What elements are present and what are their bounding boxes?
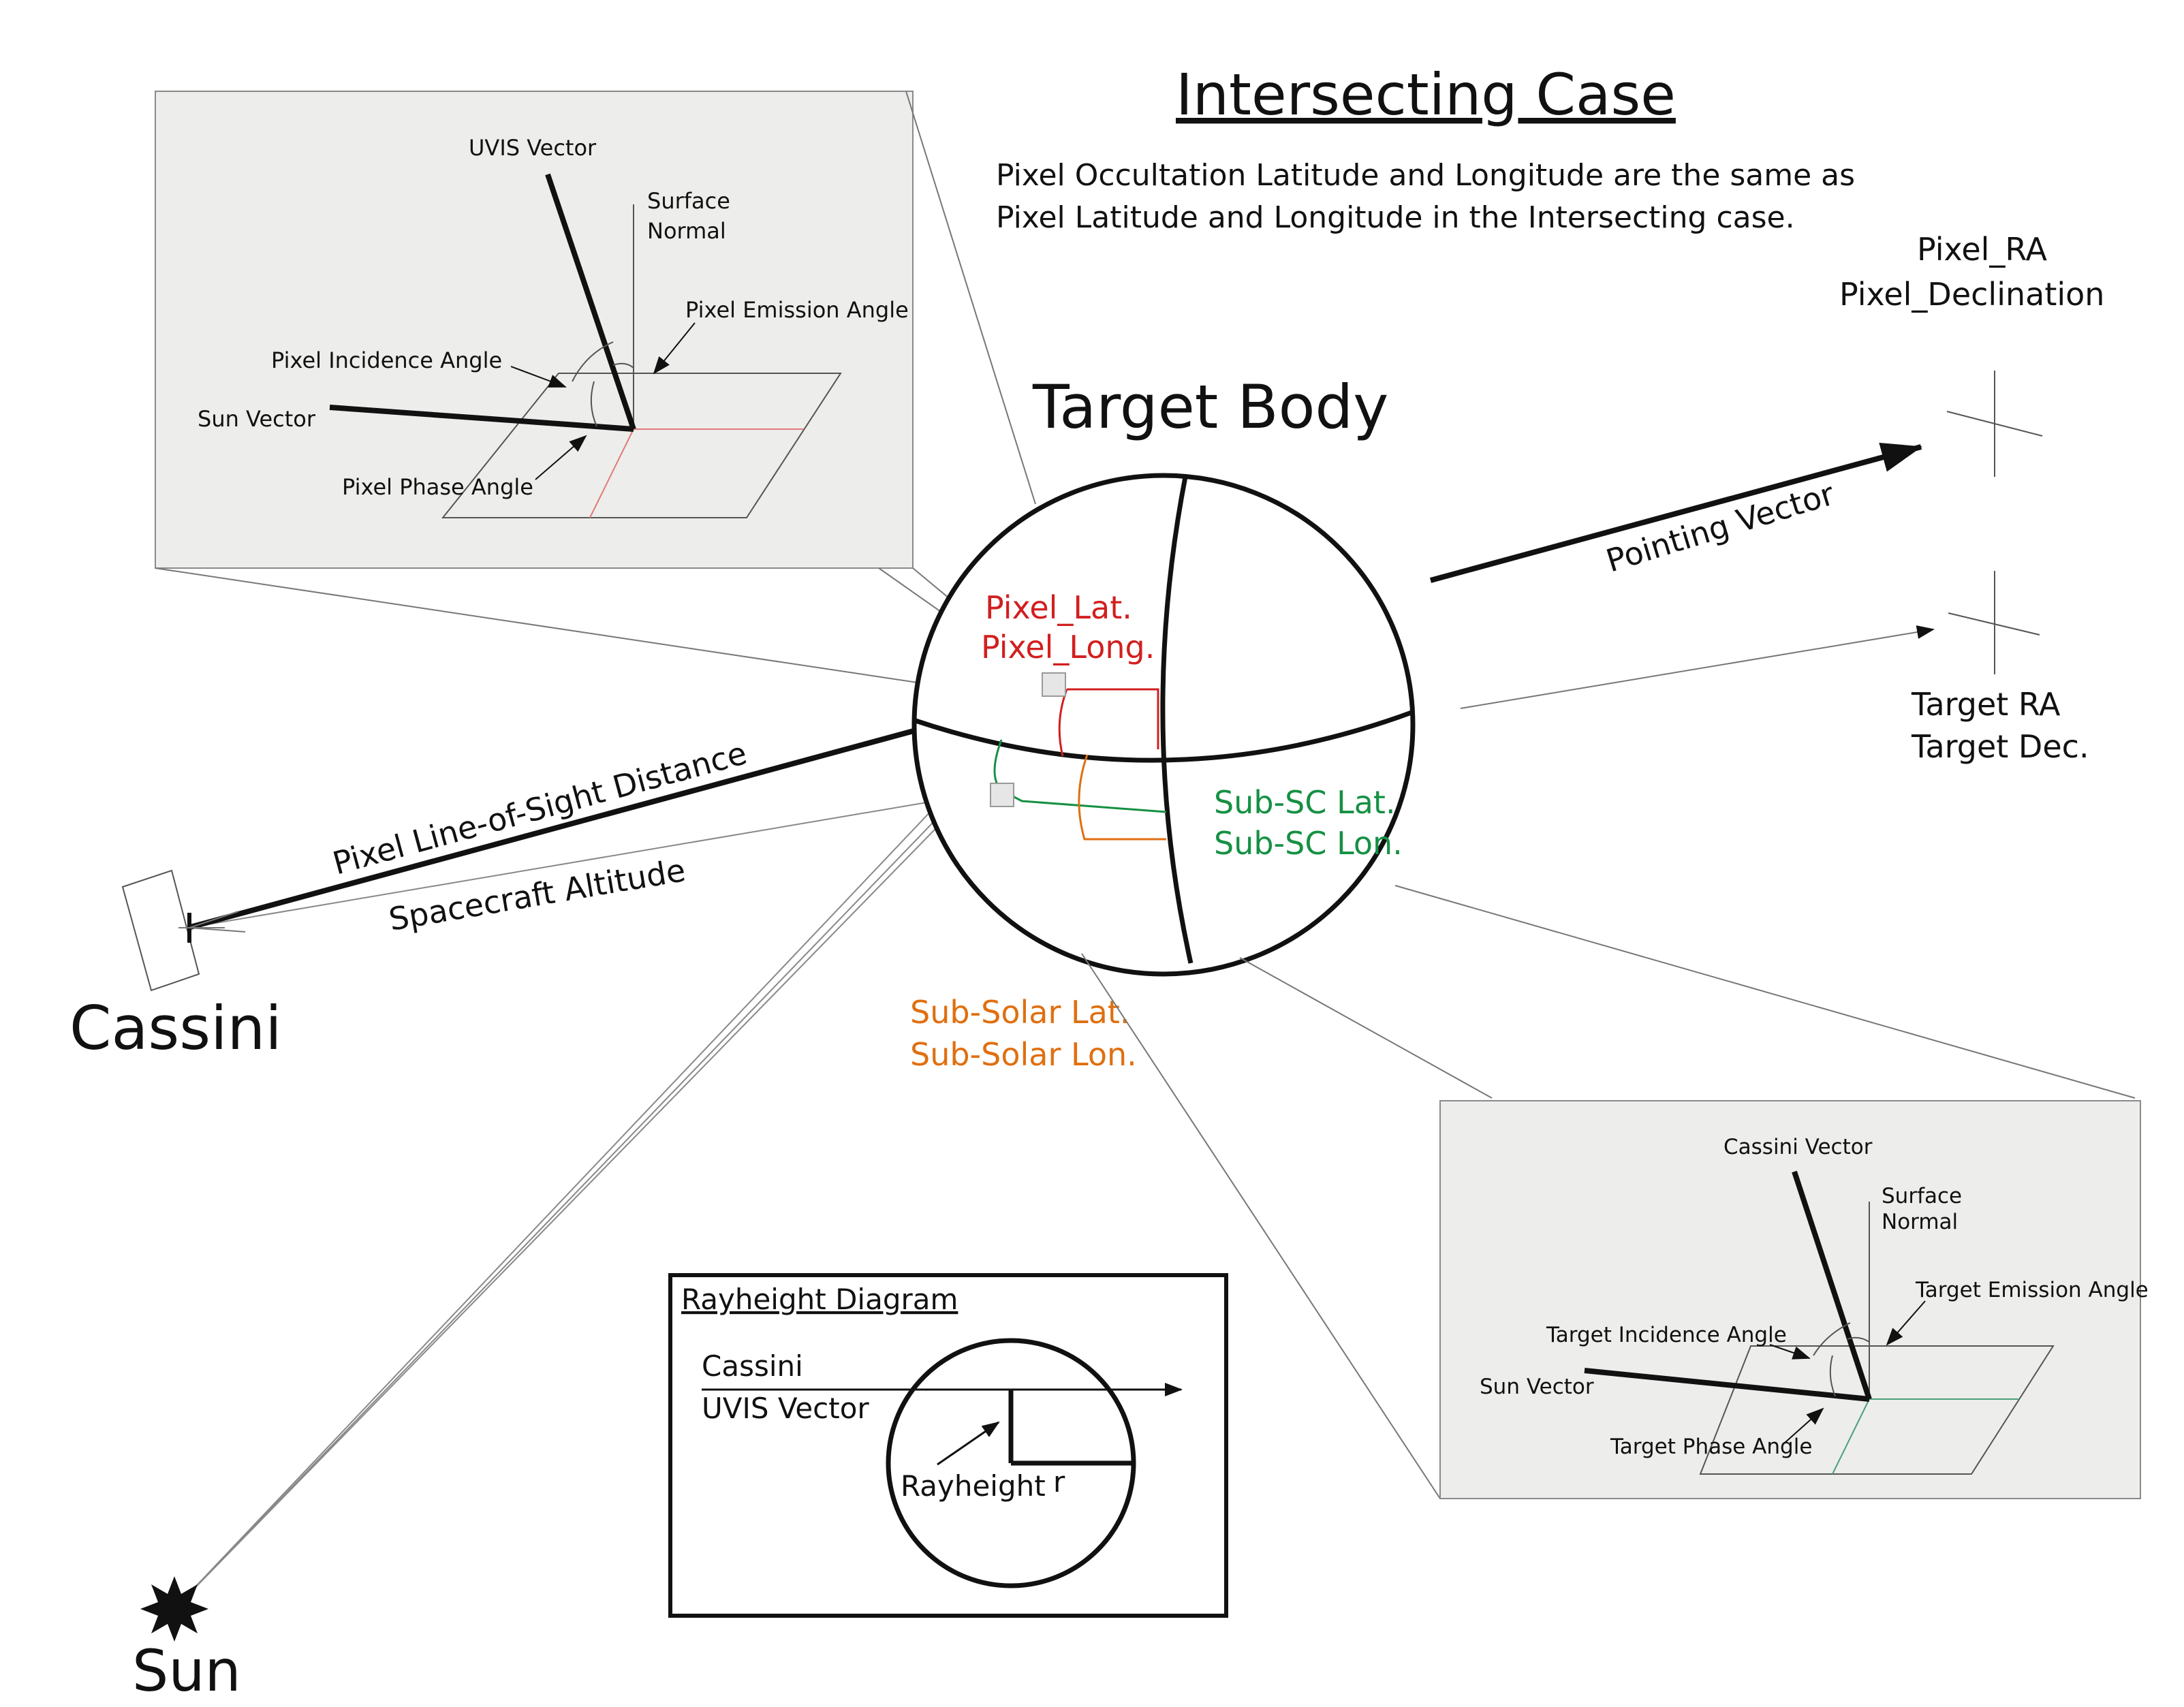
target-body: Target Body Pixel_Lat. Pixel_Long. Sub-S… xyxy=(911,372,1416,977)
target-meridian-line xyxy=(1832,1398,1870,1475)
target-ra-crosshair xyxy=(1948,612,2040,636)
incidence-angle-label: Target Incidence Angle xyxy=(1546,1323,1787,1347)
rayheight-arrow xyxy=(937,1421,1000,1466)
pixel-lat-label: Pixel_Lat. xyxy=(985,589,1132,626)
pixel-ra-group: Pixel_RA Pixel_Declination xyxy=(1839,231,2104,477)
phase-angle-arrow xyxy=(1784,1407,1824,1443)
cassini-antenna xyxy=(189,911,239,928)
sun-label: Sun xyxy=(132,1638,241,1704)
sun-symbol: Sun xyxy=(132,1576,241,1704)
cassini-spacecraft: Cassini xyxy=(69,869,282,1063)
incidence-angle-arrow xyxy=(1769,1344,1811,1360)
incidence-angle-label: Pixel Incidence Angle xyxy=(271,347,502,373)
pointing-vector-label: Pointing Vector xyxy=(1602,475,1838,580)
page-title: Intersecting Case xyxy=(1176,61,1676,128)
sub-sc-lat-label: Sub-SC Lat. xyxy=(1214,784,1396,821)
surface-plane xyxy=(1699,1345,2055,1475)
cassini-vector-label: Cassini Vector xyxy=(1723,1135,1873,1159)
surface-normal-label: Normal xyxy=(1882,1210,1958,1234)
angle-arc xyxy=(1813,1322,1851,1356)
callout-line xyxy=(1239,957,1493,1099)
sun-ray-line xyxy=(174,687,1063,1610)
sun-rays xyxy=(174,687,1063,1610)
rayheight-uvis-label: UVIS Vector xyxy=(702,1392,869,1425)
inset-background xyxy=(155,91,914,569)
sub-solar-marker xyxy=(1078,754,1166,841)
sun-core xyxy=(161,1595,188,1623)
sun-vector-label: Sun Vector xyxy=(1480,1375,1594,1399)
angle-arc xyxy=(612,362,634,369)
los-distance-label: Pixel Line-of-Sight Distance xyxy=(329,734,751,881)
rayheight-label: Rayheight xyxy=(901,1469,1046,1503)
sun-vector-line xyxy=(1584,1368,1870,1402)
angle-arc xyxy=(1829,1355,1836,1397)
surface-normal-label: Surface xyxy=(647,188,730,214)
radius-label: r xyxy=(1053,1465,1065,1499)
sphere-meridian xyxy=(1160,476,1194,964)
emission-angle-arrow xyxy=(1886,1300,1926,1346)
phase-angle-label: Target Phase Angle xyxy=(1610,1435,1812,1459)
target-body-label: Target Body xyxy=(1032,372,1388,442)
pixel-long-label: Pixel_Long. xyxy=(981,629,1155,665)
pixel-footprint xyxy=(1042,672,1066,697)
pointing-vector xyxy=(1429,443,1922,583)
surface-normal-label: Normal xyxy=(647,218,726,244)
cassini-label: Cassini xyxy=(69,993,282,1063)
sub-solar-lat-label: Sub-Solar Lat. xyxy=(910,994,1129,1031)
inset-background xyxy=(1439,1100,2141,1499)
pixel-latlon-marker xyxy=(1067,688,1159,749)
target-ra-group: Target RA Target Dec. xyxy=(1460,571,2089,765)
target-dec-label: Target Dec. xyxy=(1911,728,2089,765)
sun-vector-line xyxy=(329,405,634,432)
sub-sc-lon-label: Sub-SC Lon. xyxy=(1214,825,1403,862)
note-line-2: Pixel Latitude and Longitude in the Inte… xyxy=(996,200,1795,235)
subsc-footprint xyxy=(990,783,1014,807)
sun-vector-label: Sun Vector xyxy=(198,406,316,432)
phase-angle-label: Pixel Phase Angle xyxy=(342,474,533,500)
phase-angle-arrow xyxy=(535,435,587,480)
callout-line xyxy=(155,567,954,689)
rayheight-cassini-label: Cassini xyxy=(702,1349,803,1383)
surface-plane xyxy=(441,373,842,518)
note-line-1: Pixel Occultation Latitude and Longitude… xyxy=(996,158,1855,193)
pixel-ra-crosshair xyxy=(1946,411,2043,437)
uvis-vector-line xyxy=(545,173,636,430)
cassini-antenna xyxy=(189,927,246,933)
incidence-angle-arrow xyxy=(510,366,567,388)
sun-ray-line xyxy=(174,776,987,1610)
callout-line xyxy=(1081,953,1441,1499)
pixel-geometry-inset: UVIS Vector Surface Normal Pixel Emissio… xyxy=(155,91,1050,689)
target-ra-label: Target RA xyxy=(1911,686,2061,723)
pixel-declination-label: Pixel_Declination xyxy=(1839,276,2104,313)
rayheight-diagram: Rayheight Diagram Cassini UVIS Vector Ra… xyxy=(668,1273,1228,1618)
target-geometry-inset: Cassini Vector Surface Normal Target Emi… xyxy=(1081,885,2149,1499)
target-direction-line xyxy=(1460,625,1935,709)
pixel-meridian-line xyxy=(589,428,634,518)
emission-angle-label: Target Emission Angle xyxy=(1915,1278,2149,1302)
pixel-ra-label: Pixel_RA xyxy=(1917,231,2047,268)
callout-line xyxy=(1394,885,2136,1099)
uvis-vector-label: UVIS Vector xyxy=(469,135,597,161)
angle-arc xyxy=(590,381,597,427)
cassini-vector-line xyxy=(1792,1170,1872,1400)
sub-solar-lon-label: Sub-Solar Lon. xyxy=(910,1036,1137,1073)
angle-arc xyxy=(1847,1336,1870,1343)
rayheight-title: Rayheight Diagram xyxy=(681,1283,958,1316)
surface-normal-label: Surface xyxy=(1882,1184,1962,1208)
cassini-body xyxy=(121,869,200,992)
sun-ray-line xyxy=(174,715,1023,1610)
angle-arc xyxy=(572,341,614,382)
callout-line xyxy=(905,91,1036,505)
emission-angle-arrow xyxy=(653,322,696,375)
emission-angle-label: Pixel Emission Angle xyxy=(685,297,909,323)
